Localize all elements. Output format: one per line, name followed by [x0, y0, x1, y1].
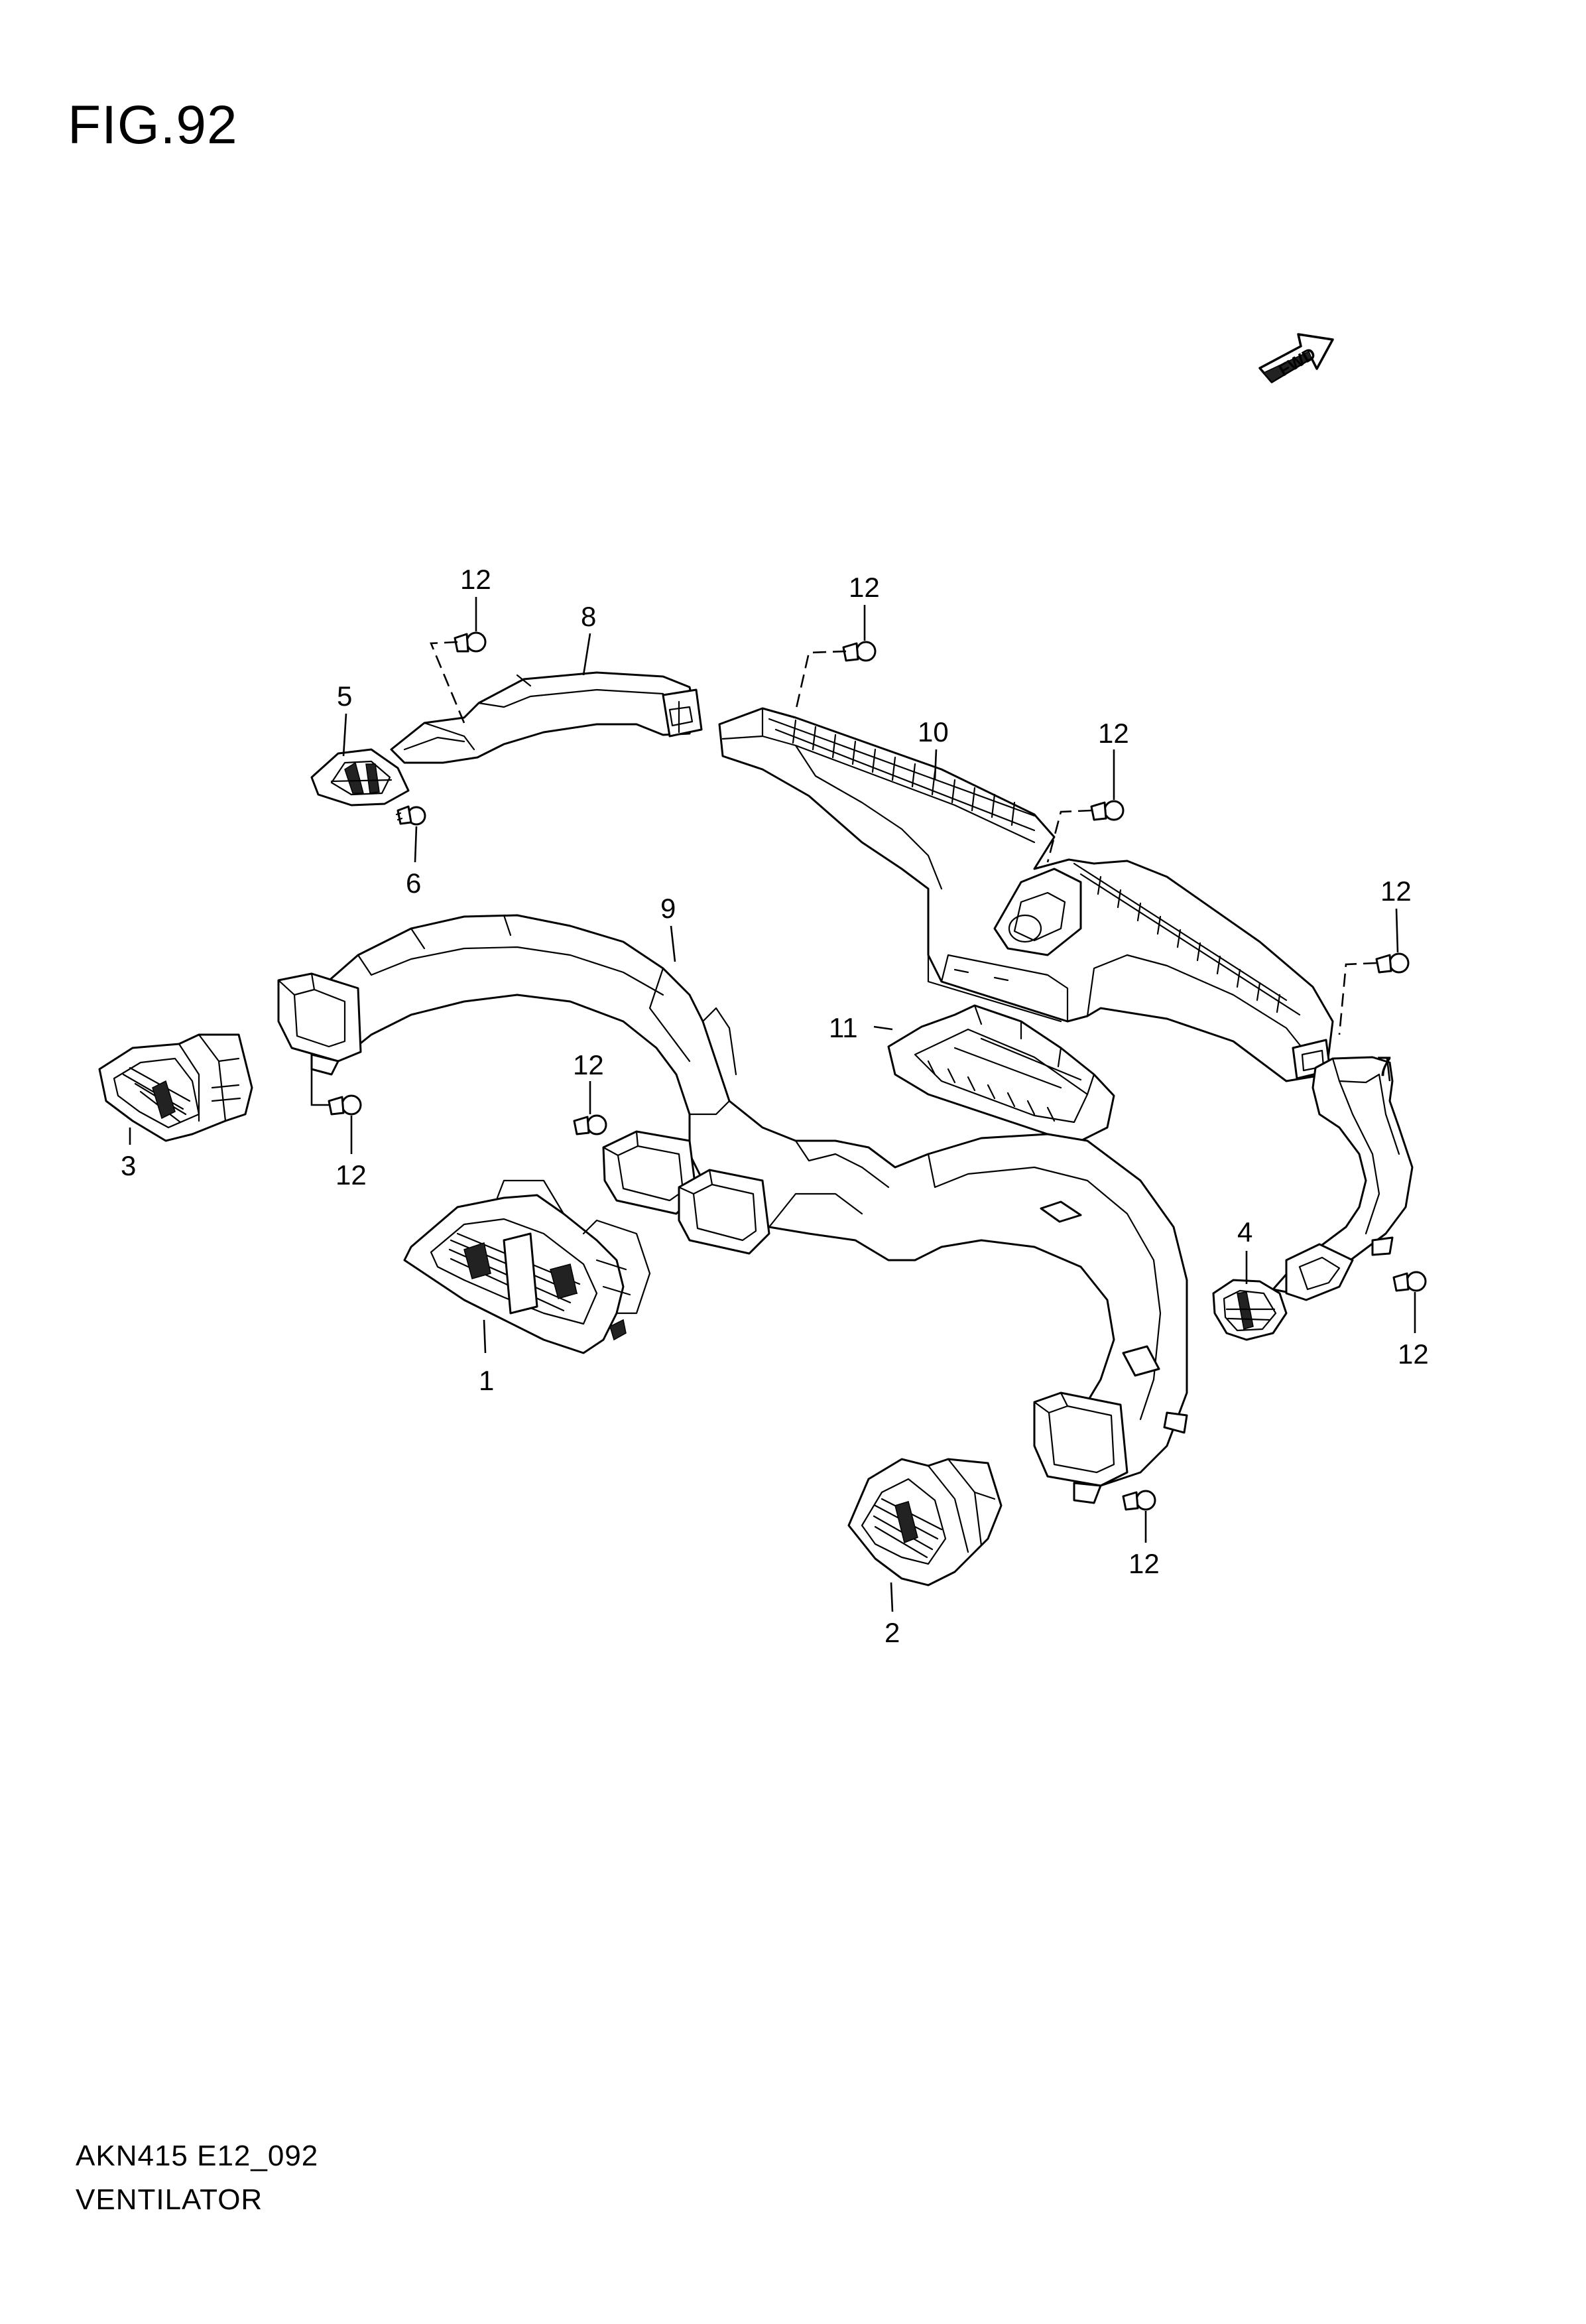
callout-10: 10: [918, 716, 949, 747]
callout-2: 2: [884, 1617, 900, 1648]
callout-12-e: 12: [573, 1049, 604, 1080]
part-8-side-duct: [390, 671, 703, 764]
callout-7: 7: [1376, 1051, 1392, 1082]
callout-12-b: 12: [849, 572, 880, 603]
screw-12h: [1122, 1490, 1156, 1511]
part-2-lower-vent: [847, 1458, 1003, 1586]
callout-12-f: 12: [336, 1159, 367, 1191]
part-7-right-side-duct: [1272, 1056, 1414, 1301]
callout-3: 3: [121, 1150, 136, 1181]
callout-12-h: 12: [1128, 1548, 1160, 1579]
callout-12-c: 12: [1098, 718, 1129, 749]
callout-12-d: 12: [1380, 875, 1412, 907]
callout-9: 9: [660, 893, 676, 924]
callout-8: 8: [581, 601, 596, 632]
part-1-center-vent: [403, 1179, 651, 1354]
callout-12-g: 12: [1398, 1338, 1429, 1370]
callout-4: 4: [1237, 1216, 1252, 1248]
screw-12d: [1375, 952, 1410, 974]
part-11-grille-panel: [887, 1004, 1115, 1142]
figure-title: FIG.92: [68, 95, 238, 155]
diagram-name: VENTILATOR: [76, 2183, 263, 2216]
callout-5: 5: [337, 680, 352, 712]
callout-6: 6: [406, 868, 421, 899]
callout-1: 1: [479, 1365, 494, 1396]
screw-12f: [573, 1114, 607, 1135]
screw-12a: [454, 631, 487, 653]
part-4-small-vent: [1212, 1279, 1288, 1341]
leader-lines: [129, 597, 1416, 1612]
callout-12-a: 12: [460, 564, 491, 595]
part-10-upper-center-duct: [718, 707, 1334, 1082]
screw-12c: [1090, 800, 1125, 821]
diagram-code: AKN415 E12_092: [76, 2140, 319, 2172]
fwd-arrow-icon: FWD: [1258, 333, 1334, 383]
callout-11: 11: [829, 1012, 858, 1043]
part-5-small-vent: [310, 748, 410, 807]
callouts: 1 2 3 4 5 6 7 8 9 10 11 12 12 12 12 12 1…: [121, 564, 1429, 1648]
screw-12b: [842, 641, 877, 662]
screw-12g: [1392, 1271, 1427, 1292]
alignment-lines: [310, 641, 1377, 1106]
screw-12e: [328, 1094, 362, 1116]
part-3-left-side-vent: [98, 1033, 253, 1142]
screw-part-6: [395, 805, 426, 826]
